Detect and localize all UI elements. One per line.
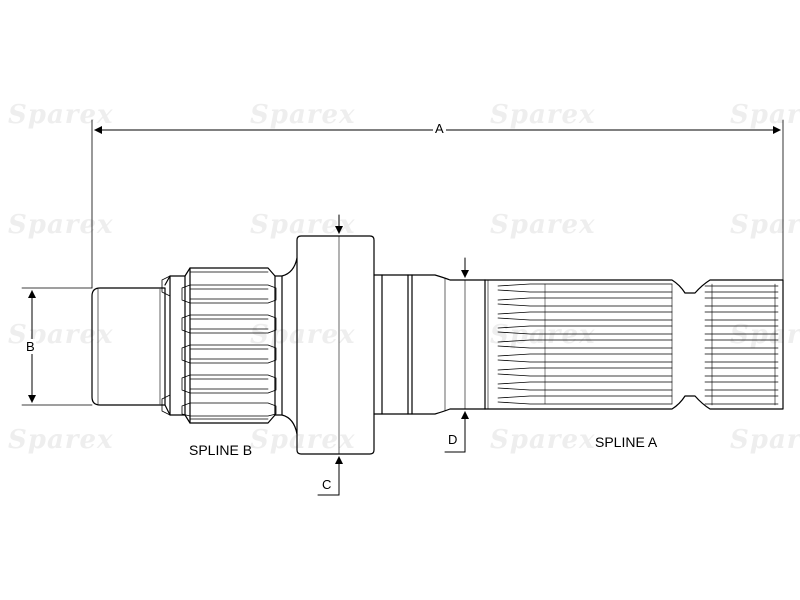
watermark: Sparex — [490, 320, 596, 350]
dimension-a — [91, 119, 784, 289]
dimension-c — [317, 214, 343, 496]
collar — [296, 235, 375, 455]
watermark: Sparex — [8, 210, 114, 240]
caption-spline-a: SPLINE A — [595, 434, 658, 450]
watermark: Sparex — [8, 425, 114, 455]
watermark: Sparex — [730, 210, 800, 240]
watermark: Sparex — [730, 320, 800, 350]
watermark: Sparex — [490, 425, 596, 455]
dimension-label-a: A — [433, 121, 446, 136]
dimension-d — [444, 257, 469, 453]
spline-a — [484, 279, 784, 410]
watermark: Sparex — [490, 210, 596, 240]
watermark: Sparex — [490, 100, 596, 130]
spline-b-teeth — [181, 271, 277, 420]
pilot-end — [91, 287, 166, 406]
dimension-label-d: D — [448, 432, 458, 447]
watermark: Sparex — [8, 100, 114, 130]
watermark: Sparex — [250, 100, 356, 130]
watermark: Sparex — [730, 425, 800, 455]
dimension-label-c: C — [322, 477, 332, 492]
caption-spline-b: SPLINE B — [189, 442, 253, 458]
neck — [281, 257, 298, 435]
dimension-label-b: B — [25, 339, 36, 354]
middle-shaft — [373, 274, 486, 415]
spline-b-body — [161, 267, 283, 424]
watermark: Sparex — [250, 210, 356, 240]
watermark: Sparex — [730, 100, 800, 130]
spline-a-end-teeth — [704, 283, 779, 406]
watermark: Sparex — [250, 425, 356, 455]
spline-a-teeth — [497, 283, 673, 405]
